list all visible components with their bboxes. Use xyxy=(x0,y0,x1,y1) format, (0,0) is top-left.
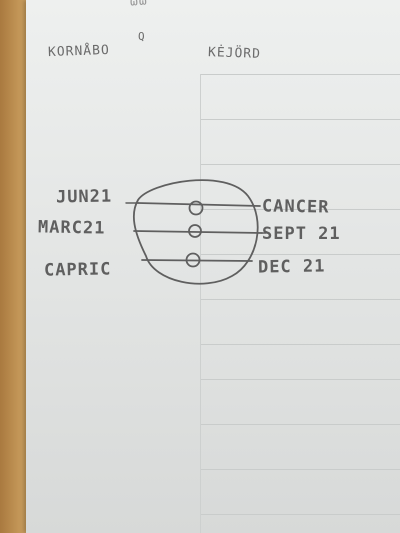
line-jun xyxy=(137,202,261,207)
rule-line xyxy=(201,74,400,75)
rule-line xyxy=(201,379,400,380)
rule-line xyxy=(201,119,400,120)
line-dec xyxy=(141,259,253,262)
rule-line xyxy=(201,209,400,210)
globe-outline xyxy=(132,179,259,285)
marker-mar xyxy=(188,224,202,238)
rule-line xyxy=(201,254,400,255)
rule-line xyxy=(201,514,400,515)
globe-sketch xyxy=(125,179,267,285)
rule-line xyxy=(201,299,400,300)
label-right-2: SEPT 21 xyxy=(262,224,341,244)
header-left-mark: Q xyxy=(138,30,146,43)
rule-line xyxy=(201,424,400,425)
notebook-page: ωω KORNÅBO Q KĖJÖRD JUN21 MARC21 CAPRIC … xyxy=(26,0,400,533)
rule-line xyxy=(201,344,400,345)
ruled-area xyxy=(200,74,400,533)
marker-jun xyxy=(188,200,204,216)
marker-dec xyxy=(185,252,201,268)
rule-line xyxy=(201,469,400,470)
wooden-desk-edge xyxy=(0,0,30,533)
line-mar xyxy=(133,230,263,234)
rule-line xyxy=(201,164,400,165)
